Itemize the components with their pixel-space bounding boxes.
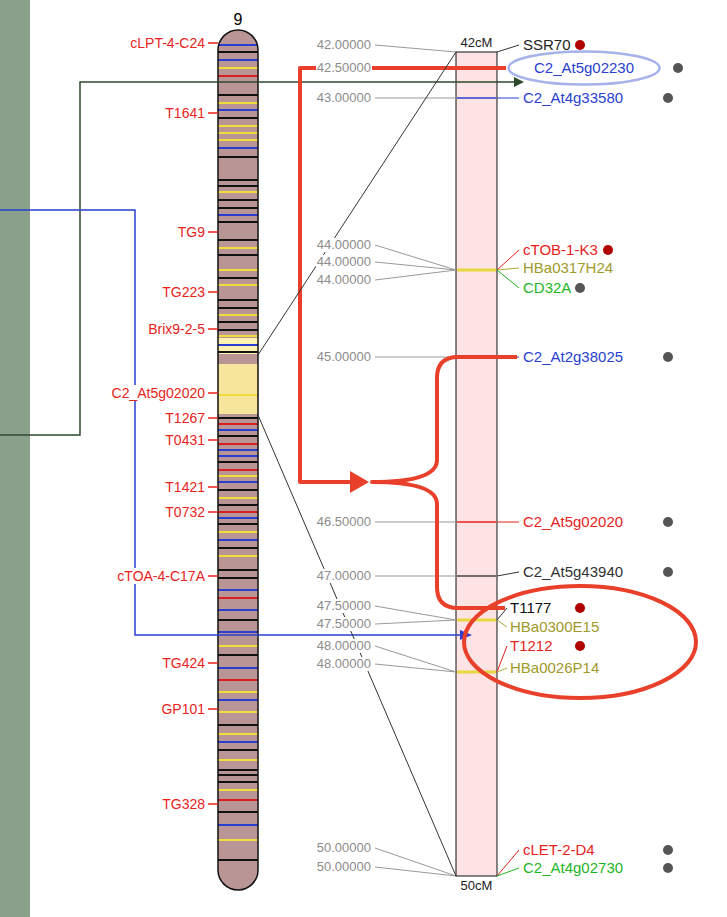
marker-label: C2_At5g02020 <box>522 513 624 530</box>
marker-dot <box>575 603 585 613</box>
marker-label: C2_At5g02020 <box>111 385 206 401</box>
position-label: 47.00000 <box>316 569 372 584</box>
marker-dot <box>575 283 585 293</box>
marker-label: C2_At4g33580 <box>522 89 624 106</box>
marker-dot <box>575 40 585 50</box>
marker-label: cTOA-4-C17A <box>116 568 206 584</box>
position-label: 46.50000 <box>316 515 372 530</box>
highlight-arrow <box>300 68 506 482</box>
position-leaders <box>375 45 456 876</box>
marker-label: C2_At5g43940 <box>522 563 624 580</box>
marker-dot <box>663 567 673 577</box>
marker-dots <box>575 40 683 873</box>
marker-label: Brix9-2-5 <box>147 321 206 337</box>
marker-label: cLET-2-D4 <box>522 841 596 858</box>
chromosome-body <box>218 30 258 890</box>
node-text: T1212 <box>510 637 553 654</box>
bar-marks <box>457 521 496 523</box>
ellipse-outline <box>464 586 696 698</box>
bar-marks <box>457 68 496 357</box>
marker-ticks <box>208 43 218 804</box>
marker-dot <box>575 641 585 651</box>
zoom-line <box>258 415 456 876</box>
marker-label: TG223 <box>161 284 206 300</box>
position-label: 44.00000 <box>316 238 372 253</box>
marker-dot <box>663 352 673 362</box>
position-label: 50.00000 <box>316 841 372 856</box>
marker-ellipse: C2_At5g02230 <box>506 49 662 87</box>
arrow-head <box>350 471 369 493</box>
position-label: 45.00000 <box>316 350 372 365</box>
marker-label: T1641 <box>164 105 206 121</box>
bar-marks <box>457 575 496 577</box>
marker-label: GP101 <box>160 701 206 717</box>
band-stripes <box>218 76 258 800</box>
position-label: 50.00000 <box>316 860 372 875</box>
position-label: 44.00000 <box>316 255 372 270</box>
marker-dot <box>663 863 673 873</box>
marker-ellipse: T1177HBa0300E15T1212HBa0026P14 <box>460 582 700 702</box>
ellipse-outline <box>460 582 700 702</box>
chromosome: 9 <box>218 4 258 894</box>
position-label: 47.50000 <box>316 617 372 632</box>
position-label: 48.00000 <box>316 657 372 672</box>
marker-dot <box>663 93 673 103</box>
marker-leaders <box>497 68 519 357</box>
bar-marks <box>457 270 496 672</box>
node-text: C2_At5g02230 <box>534 59 634 76</box>
position-label: 43.00000 <box>316 91 372 106</box>
marker-dot <box>663 845 673 855</box>
node-text: HBa0300E15 <box>510 618 599 635</box>
position-label: 47.50000 <box>316 599 372 614</box>
marker-label: T1421 <box>164 479 206 495</box>
position-label: 42.00000 <box>316 38 372 53</box>
highlight-band <box>218 364 258 414</box>
marker-label: T0431 <box>164 432 206 448</box>
position-label: 42.50000 <box>316 61 372 76</box>
marker-label: cTOB-1-K3 <box>522 241 599 258</box>
node-text: T1177 <box>510 599 551 616</box>
chromosome-outline <box>218 30 258 890</box>
marker-dot <box>673 63 683 73</box>
marker-label: C2_At4g02730 <box>522 859 624 876</box>
link-line <box>0 210 462 635</box>
marker-label: HBa0317H24 <box>522 259 614 276</box>
marker-label: TG424 <box>161 655 206 671</box>
chromosome-bands <box>218 45 258 860</box>
node-text: 50cM <box>461 879 493 894</box>
zoom-bar <box>456 52 497 876</box>
marker-leaders <box>497 250 519 876</box>
marker-label: T0732 <box>164 504 206 520</box>
marker-label: TG328 <box>161 796 206 812</box>
curly-bracket <box>372 357 517 608</box>
ellipse-outline <box>509 52 660 85</box>
marker-dot <box>663 517 673 527</box>
band-stripes <box>218 52 258 860</box>
marker-label: T1267 <box>164 410 206 426</box>
zoom-line <box>258 52 456 355</box>
node-text: 9 <box>234 11 243 29</box>
marker-leaders <box>497 270 519 876</box>
marker-label: CD32A <box>522 279 572 296</box>
position-label: 48.00000 <box>316 639 372 654</box>
marker-dot <box>603 245 613 255</box>
zoom-bar: 42cM 50cM <box>456 28 497 900</box>
node-text: 42cM <box>461 36 493 51</box>
marker-label: cLPT-4-C24 <box>129 35 206 51</box>
position-label: 44.00000 <box>316 273 372 288</box>
node-text: HBa0026P14 <box>510 659 599 676</box>
marker-label: C2_At2g38025 <box>522 348 624 365</box>
marker-label: TG9 <box>177 224 206 240</box>
marker-leaders <box>497 45 519 620</box>
